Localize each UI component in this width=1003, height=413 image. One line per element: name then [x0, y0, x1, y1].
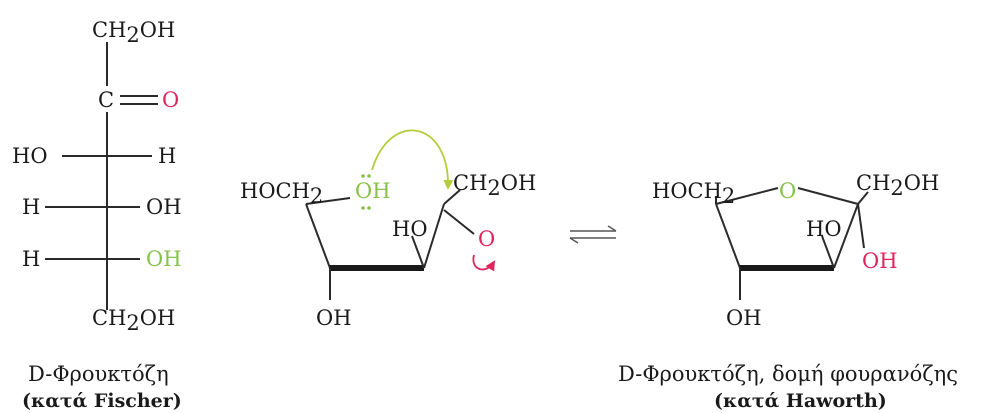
- lone-pair-bottom-1: [361, 206, 365, 210]
- fischer-row3-left: H: [22, 247, 40, 271]
- fischer-projection: CH2OH C O HO H H OH H OH CH2OH D-Φρουκτό…: [12, 18, 182, 412]
- int-bond-right: [423, 203, 445, 269]
- hw-bond-anomeric-oh: [857, 203, 865, 249]
- intermediate-structure: HOCH2 OH CH2OH HO O OH: [240, 129, 536, 330]
- hw-ho: HO: [806, 217, 842, 241]
- lone-pair-top-2: [367, 174, 371, 178]
- haworth-caption: D-Φρουκτόζη, δομή φουρανόζης: [618, 362, 958, 386]
- fischer-caption-sub: (κατά Fischer): [22, 390, 182, 412]
- int-bond-ring-o: [305, 197, 351, 205]
- hw-bond-right: [833, 203, 859, 269]
- int-bond-ho: [411, 235, 425, 269]
- hw-bond-o-left: [715, 187, 779, 205]
- fischer-row2-right: OH: [146, 195, 182, 219]
- lone-pair-bottom-2: [367, 206, 371, 210]
- fischer-row1-right: H: [158, 144, 176, 168]
- int-ring-oh: OH: [355, 179, 391, 203]
- green-curved-arrow: [371, 129, 454, 190]
- hw-ring-o: O: [779, 179, 796, 203]
- fischer-caption: D-Φρουκτόζη: [28, 362, 169, 386]
- hw-bond-ch2oh: [857, 191, 869, 205]
- hw-bond-ho: [821, 235, 835, 269]
- haworth-projection: HOCH2 O CH2OH HO OH OH D-Φρουκτόζη, δομή…: [618, 171, 958, 412]
- eq-arrow-bottom-head: [569, 237, 579, 244]
- hw-bond-left: [715, 203, 741, 269]
- hw-bond-o-right: [797, 187, 859, 205]
- haworth-caption-sub: (κατά Haworth): [714, 390, 887, 412]
- int-bond-left: [305, 203, 331, 269]
- int-bottom-oh: OH: [316, 306, 352, 330]
- int-hoch2: HOCH2: [240, 179, 323, 208]
- equilibrium-arrows: [569, 225, 617, 244]
- int-bond-co: [443, 209, 475, 235]
- int-carbonyl-o: O: [478, 227, 495, 251]
- int-ho: HO: [392, 217, 428, 241]
- magenta-curved-arrow: [472, 254, 496, 272]
- int-bond-ch2oh: [443, 189, 461, 205]
- hw-ch2oh: CH2OH: [856, 171, 939, 200]
- fischer-ch2oh-top: CH2OH: [92, 18, 175, 47]
- hw-hoch2: HOCH2: [652, 179, 735, 208]
- fischer-row3-right-oh: OH: [146, 247, 182, 271]
- eq-arrow-top-head: [607, 225, 617, 232]
- fischer-carbonyl-c: C: [98, 88, 114, 112]
- fischer-ch2oh-bottom: CH2OH: [92, 306, 175, 335]
- hw-anomeric-oh: OH: [862, 249, 898, 273]
- int-ch2oh: CH2OH: [453, 171, 536, 200]
- fischer-row1-left: HO: [12, 144, 48, 168]
- lone-pair-top-1: [361, 174, 365, 178]
- hw-bottom-oh: OH: [726, 306, 762, 330]
- fischer-row2-left: H: [22, 195, 40, 219]
- fischer-carbonyl-o: O: [162, 88, 179, 112]
